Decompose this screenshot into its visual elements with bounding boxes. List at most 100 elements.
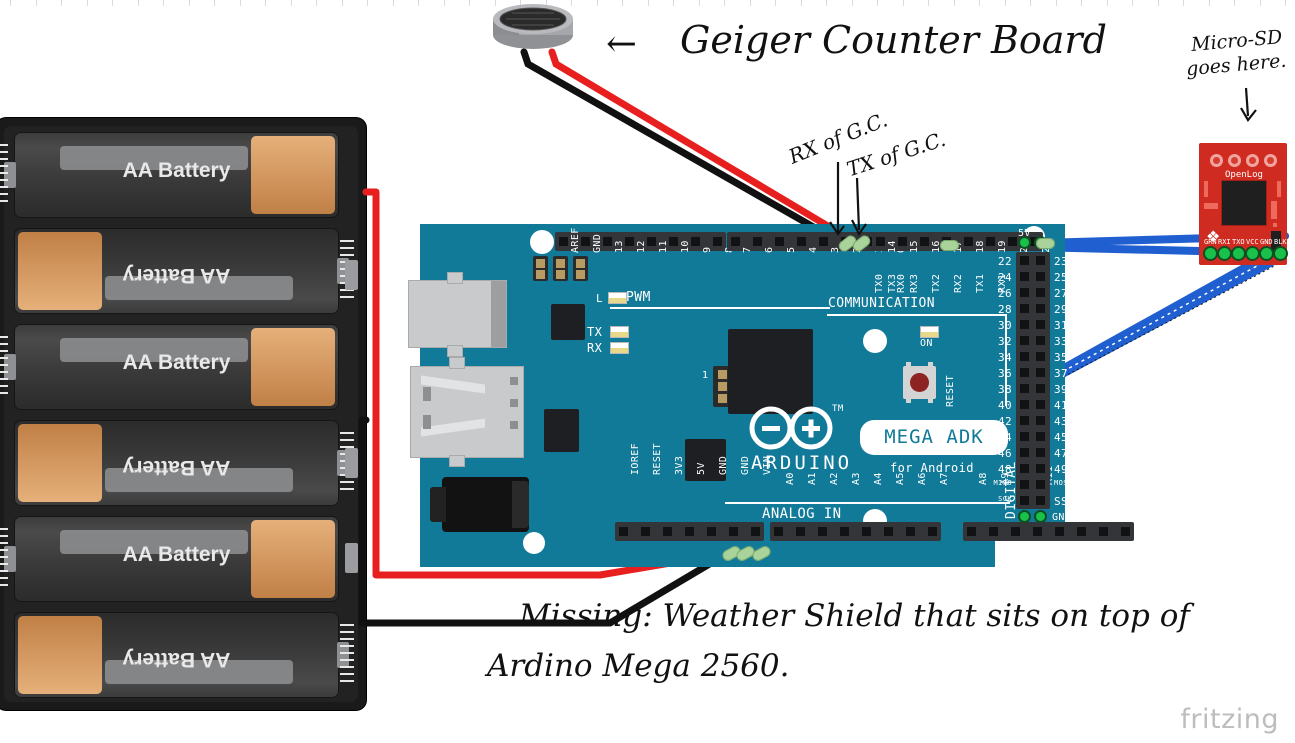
header-pin[interactable] xyxy=(796,527,805,536)
power-pad-gnd[interactable] xyxy=(1036,512,1045,521)
header-pin[interactable] xyxy=(819,237,828,246)
header-pin[interactable] xyxy=(663,527,672,536)
header-pin[interactable] xyxy=(1033,527,1042,536)
arduino-mega-adk-board[interactable]: 1 L TX RX ON RESET PWM COMMUNICATION AN xyxy=(408,224,1143,567)
header-pin[interactable] xyxy=(641,527,650,536)
header-pin[interactable] xyxy=(797,237,806,246)
header-pin[interactable] xyxy=(1036,432,1045,441)
openlog-pad[interactable] xyxy=(1261,248,1272,259)
header-pin[interactable] xyxy=(1011,527,1020,536)
header-pin[interactable] xyxy=(1020,288,1029,297)
header-pin[interactable] xyxy=(1036,480,1045,489)
openlog-pad[interactable] xyxy=(1275,248,1286,259)
wire-end-tx1[interactable] xyxy=(940,240,959,251)
header-pin[interactable] xyxy=(920,237,929,246)
header-pin[interactable] xyxy=(713,237,722,246)
header-pin[interactable] xyxy=(862,527,871,536)
header-pin[interactable] xyxy=(1036,256,1045,265)
header-pin[interactable] xyxy=(753,237,762,246)
header-pin[interactable] xyxy=(1036,400,1045,409)
header-pin[interactable] xyxy=(625,237,634,246)
header-pin[interactable] xyxy=(731,237,740,246)
header-pin[interactable] xyxy=(1008,237,1017,246)
header-pin[interactable] xyxy=(1036,320,1045,329)
header-pin[interactable] xyxy=(1036,288,1045,297)
battery-cell[interactable]: AA Battery xyxy=(14,420,349,506)
header-pin[interactable] xyxy=(729,527,738,536)
header-pin[interactable] xyxy=(1020,336,1029,345)
header-pin[interactable] xyxy=(1036,352,1045,361)
geiger-counter-board[interactable] xyxy=(492,2,574,58)
battery-cell[interactable]: AA Battery xyxy=(14,612,349,698)
header-pin[interactable] xyxy=(1036,496,1045,505)
header-pin[interactable] xyxy=(1036,384,1045,393)
header-pin[interactable] xyxy=(989,527,998,536)
header-pin[interactable] xyxy=(1121,527,1130,536)
header-pin[interactable] xyxy=(1036,304,1045,313)
header-pin[interactable] xyxy=(691,237,700,246)
icsp2-header-b[interactable] xyxy=(553,256,568,281)
power-pad-5v[interactable] xyxy=(1020,238,1029,247)
header-pin[interactable] xyxy=(1099,527,1108,536)
header-pin[interactable] xyxy=(1036,416,1045,425)
header-pin[interactable] xyxy=(1020,304,1029,313)
header-pin[interactable] xyxy=(1020,256,1029,265)
header-pin[interactable] xyxy=(1020,496,1029,505)
battery-cell[interactable]: AA Battery xyxy=(14,228,349,314)
header-pin[interactable] xyxy=(619,527,628,536)
header-pin[interactable] xyxy=(1020,480,1029,489)
power-pad-gnd[interactable] xyxy=(1020,512,1029,521)
battery-cell[interactable]: AA Battery xyxy=(4,132,339,218)
header-pin[interactable] xyxy=(876,237,885,246)
header-pin[interactable] xyxy=(1020,384,1029,393)
header-pin[interactable] xyxy=(647,237,656,246)
header-pin[interactable] xyxy=(1020,272,1029,281)
header-pin[interactable] xyxy=(1036,464,1045,473)
header-pin[interactable] xyxy=(1020,432,1029,441)
header-pin[interactable] xyxy=(906,527,915,536)
header-pin[interactable] xyxy=(1020,416,1029,425)
header-pin[interactable] xyxy=(884,527,893,536)
header-pin[interactable] xyxy=(964,237,973,246)
header-pin[interactable] xyxy=(581,237,590,246)
header-pin[interactable] xyxy=(928,527,937,536)
wire-end-5v[interactable] xyxy=(1036,238,1055,249)
header-pin[interactable] xyxy=(775,237,784,246)
icsp2-header[interactable] xyxy=(533,256,548,281)
header-pin[interactable] xyxy=(1030,237,1039,246)
reset-button[interactable] xyxy=(903,362,936,403)
header-pin[interactable] xyxy=(1036,272,1045,281)
openlog-pad[interactable] xyxy=(1205,248,1216,259)
header-pin[interactable] xyxy=(1020,320,1029,329)
icsp2-header-c[interactable] xyxy=(573,256,588,281)
header-pin[interactable] xyxy=(707,527,716,536)
header-pin[interactable] xyxy=(1077,527,1086,536)
header-pin[interactable] xyxy=(774,527,783,536)
header-pin[interactable] xyxy=(685,527,694,536)
header-pin[interactable] xyxy=(1020,464,1029,473)
battery-cell[interactable]: AA Battery xyxy=(4,324,339,410)
header-pin[interactable] xyxy=(751,527,760,536)
header-pin[interactable] xyxy=(603,237,612,246)
header-pin[interactable] xyxy=(1020,448,1029,457)
header-pin[interactable] xyxy=(1036,336,1045,345)
header-pin[interactable] xyxy=(669,237,678,246)
battery-cell[interactable]: AA Battery xyxy=(4,516,339,602)
openlog-pad[interactable] xyxy=(1219,248,1230,259)
header-pin[interactable] xyxy=(898,237,907,246)
openlog-pad[interactable] xyxy=(1247,248,1258,259)
header-pin[interactable] xyxy=(1020,400,1029,409)
header-pin[interactable] xyxy=(986,237,995,246)
header-pin[interactable] xyxy=(1020,352,1029,361)
header-pin[interactable] xyxy=(1020,368,1029,377)
header-pin[interactable] xyxy=(1036,368,1045,377)
header-pin[interactable] xyxy=(967,527,976,536)
header-pin[interactable] xyxy=(559,237,568,246)
header-pin[interactable] xyxy=(840,527,849,536)
openlog-pad[interactable] xyxy=(1233,248,1244,259)
header-pin[interactable] xyxy=(818,527,827,536)
battery-holder[interactable]: AA Battery AA Battery AA Battery AA Battery… xyxy=(0,118,366,710)
header-pin[interactable] xyxy=(1055,527,1064,536)
header-pin[interactable] xyxy=(1036,448,1045,457)
